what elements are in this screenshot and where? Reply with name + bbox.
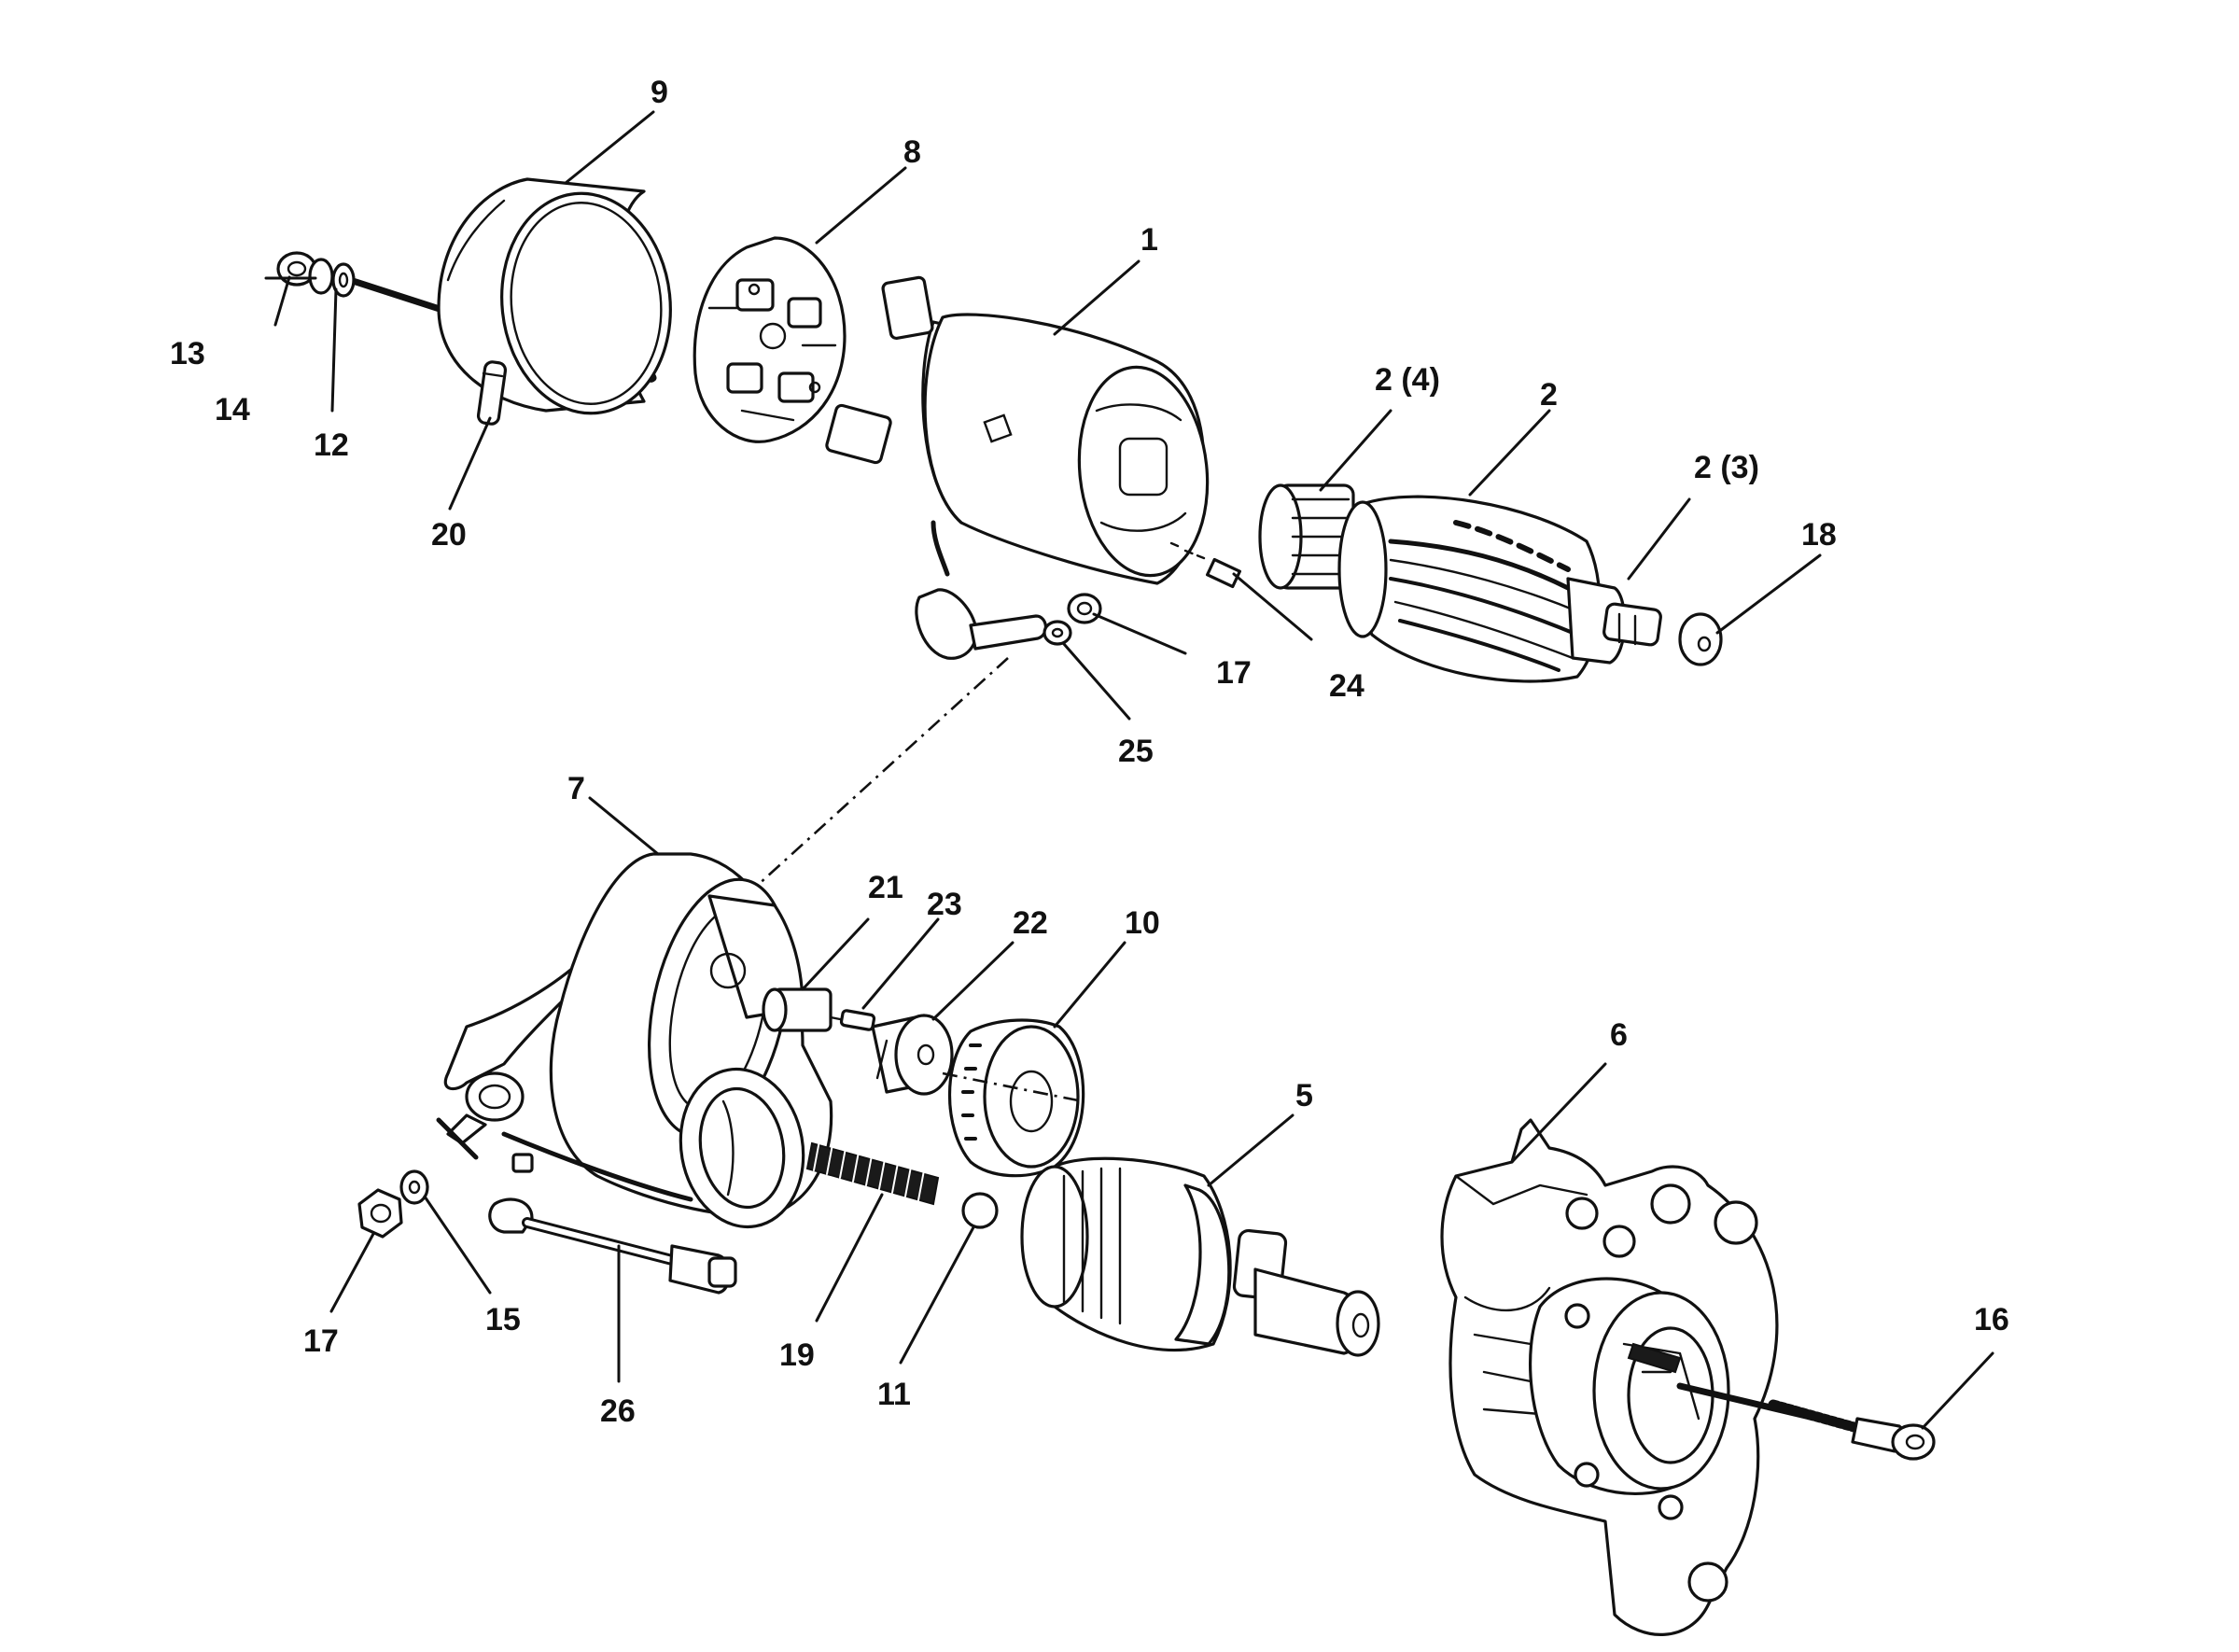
lock-washer-12 [331,262,356,298]
field-housing-1 [825,275,1210,660]
callout-15: 15 [485,1302,521,1337]
washer-14 [308,258,334,295]
callout-17-top: 17 [1216,655,1252,691]
spring-19 [805,1140,940,1206]
callout-26: 26 [600,1393,636,1429]
yoke-frame-9 [437,177,672,415]
callout-1: 1 [1140,222,1158,258]
callout-20: 20 [431,517,467,553]
pin-20 [476,360,508,426]
drive-end-housing-6 [1440,1118,1779,1636]
nut-17-top [1067,593,1102,624]
brush-holder-8 [693,236,847,443]
nut-17-bottom [357,1188,403,1239]
callout-18: 18 [1801,517,1837,553]
callout-19: 19 [779,1337,815,1373]
callout-2-4: 2 (4) [1375,362,1440,398]
callout-2: 2 [1540,377,1558,413]
callout-10: 10 [1125,905,1160,941]
leader-lines [264,110,1994,1430]
callout-6: 6 [1610,1017,1628,1053]
callout-5: 5 [1295,1078,1313,1113]
callout-14: 14 [215,392,250,427]
washer-25 [1043,620,1072,646]
washer-18 [1678,612,1723,666]
assembly-center-line [755,657,1009,888]
drive-housing-7 [436,852,833,1229]
callout-2-3: 2 (3) [1694,450,1759,485]
callout-11: 11 [877,1377,911,1412]
key-24 [1169,541,1241,589]
plunger-shaft-21 [762,987,870,1032]
callout-23: 23 [927,887,962,922]
pinion-clutch-5 [1020,1156,1380,1357]
callout-12: 12 [314,427,349,463]
callout-22: 22 [1013,905,1048,941]
callout-9: 9 [651,75,668,110]
key-23 [839,1009,876,1031]
callout-16: 16 [1974,1302,2009,1337]
callout-17-bottom: 17 [303,1323,339,1359]
callout-24: 24 [1329,668,1364,704]
callout-25: 25 [1118,734,1154,769]
armature-2 [1258,483,1662,683]
callout-labels: 9 8 1 2 (4) 2 2 (3) 18 13 14 12 20 17 24… [170,75,2009,1429]
callout-21: 21 [868,870,903,905]
callout-7: 7 [567,771,585,806]
bolt-16 [1676,1382,1936,1461]
callout-8: 8 [903,134,921,170]
ball-11 [961,1192,999,1229]
lead-wire-26 [488,1197,737,1295]
washer-15 [399,1169,429,1205]
gear-10 [942,1018,1085,1178]
callout-13: 13 [170,336,205,371]
clutch-sleeve-22 [871,1014,954,1096]
